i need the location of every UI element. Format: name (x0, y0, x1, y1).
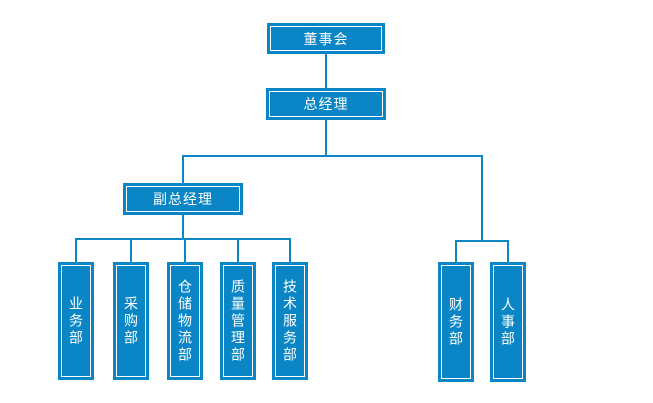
connector-drop-finance (455, 240, 457, 262)
node-business-dept-label: 业务部 (68, 295, 84, 347)
connector-drop-hr (507, 240, 509, 262)
connector-drop-quality (237, 238, 239, 262)
connector-drop-business (75, 238, 77, 262)
node-hr-dept: 人事部 (490, 262, 526, 382)
node-deputy-general-manager: 副总经理 (123, 183, 243, 215)
node-board-label: 董事会 (303, 30, 349, 47)
connector-drop-warehouse (184, 238, 186, 262)
connector-drop-purchasing (130, 238, 132, 262)
node-general-manager-label: 总经理 (303, 96, 349, 112)
node-board: 董事会 (267, 23, 385, 54)
connector-dgm-stem (182, 215, 184, 240)
node-finance-dept: 财务部 (438, 262, 474, 382)
node-quality-management-dept: 质量管理部 (220, 262, 256, 380)
connector-right-branch-stem (481, 155, 483, 242)
connector-drop-dgm (182, 155, 184, 183)
connector-board-to-gm (325, 54, 327, 88)
node-purchasing-dept-label: 采购部 (123, 295, 139, 347)
node-technical-service-dept: 技术服务部 (272, 262, 308, 380)
node-purchasing-dept: 采购部 (113, 262, 149, 380)
node-hr-dept-label: 人事部 (500, 296, 516, 348)
connector-drop-tech-service (289, 238, 291, 262)
node-finance-dept-label: 财务部 (448, 296, 464, 348)
node-general-manager: 总经理 (266, 88, 386, 120)
connector-gm-bus (182, 155, 483, 157)
node-quality-management-dept-label: 质量管理部 (230, 278, 246, 364)
node-technical-service-dept-label: 技术服务部 (282, 278, 298, 364)
connector-right-bus (455, 240, 509, 242)
connector-gm-stem (325, 120, 327, 156)
node-deputy-general-manager-label: 副总经理 (153, 191, 213, 207)
node-warehouse-logistics-dept-label: 仓储物流部 (177, 278, 193, 364)
connector-dgm-bus (75, 238, 291, 240)
node-warehouse-logistics-dept: 仓储物流部 (167, 262, 203, 380)
node-business-dept: 业务部 (58, 262, 94, 380)
